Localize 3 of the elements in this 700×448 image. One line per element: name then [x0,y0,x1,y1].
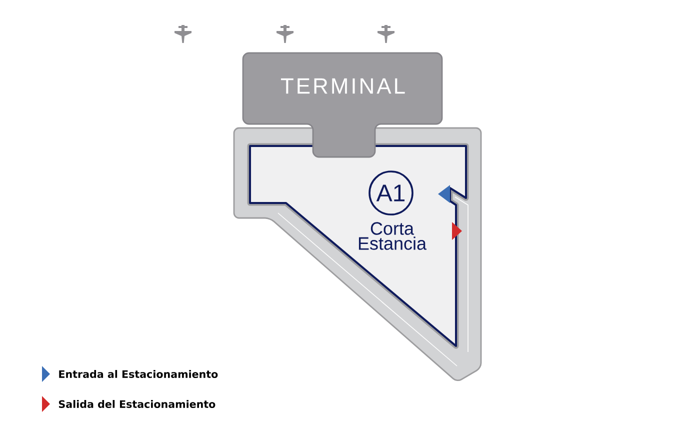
legend-text: Entrada al Estacionamiento [59,370,218,378]
legend-text: Salida del Estacionamiento [58,400,216,408]
terminal-building: TERMINAL [242,52,443,158]
